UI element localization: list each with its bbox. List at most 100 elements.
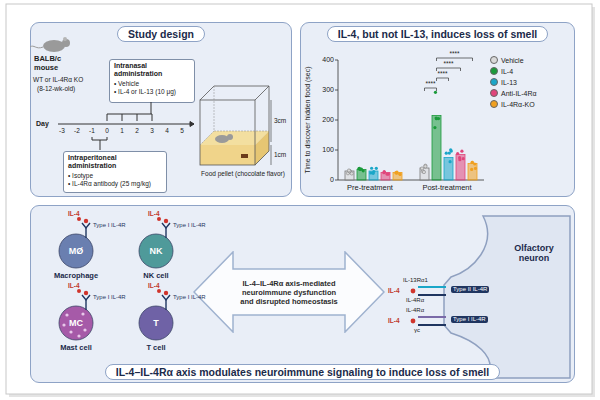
receptor <box>85 228 86 238</box>
data-point <box>394 171 397 174</box>
cell-name: T cell <box>127 343 185 352</box>
cell-name: Macrophage <box>47 271 105 280</box>
bullet-item: • IL-4 or IL-13 (10 μg) <box>114 88 190 96</box>
timeline <box>58 102 194 150</box>
label-text: Day <box>36 120 49 128</box>
significance-bracket <box>437 58 473 61</box>
neuron-outline <box>443 215 571 379</box>
data-point <box>372 170 375 173</box>
label-text: IL-4 <box>148 282 160 289</box>
il4-dot <box>77 289 81 293</box>
granule <box>65 313 68 316</box>
label-text: **** <box>434 60 464 67</box>
cell-name: NK cell <box>127 271 185 280</box>
bar <box>393 173 402 181</box>
label-text: WT or IL-4Rα KO <box>33 76 83 83</box>
bar <box>381 173 390 181</box>
data-point <box>383 170 386 173</box>
admin-box: Intraperitoneal administration• Isotype•… <box>63 151 167 193</box>
label-text: Type I IL-4R <box>173 222 206 229</box>
legend-swatch <box>490 89 498 97</box>
bar <box>432 116 441 181</box>
il4-dot <box>84 291 88 295</box>
il4-dot <box>164 291 168 295</box>
cell-abbrev: MC <box>69 318 83 328</box>
data-point <box>386 173 389 176</box>
data-point <box>474 167 477 170</box>
bullet-item: • Vehicle <box>114 80 190 88</box>
neuron-shape: Olfactory neuron <box>443 215 571 379</box>
label-text: IL-4Rα <box>406 307 424 314</box>
panel-title: IL-4, but not IL-13, induces loss of sme… <box>327 26 549 42</box>
legend-swatch <box>490 56 498 64</box>
y-tick <box>335 180 338 181</box>
data-point <box>424 165 427 168</box>
il4-dot <box>411 319 416 324</box>
label-text: 0 <box>100 127 114 134</box>
data-point <box>398 172 401 175</box>
panel-title: IL-4–IL-4Rα axis modulates neuroimmune s… <box>105 364 500 380</box>
label-text: IL-4 <box>148 210 160 217</box>
data-point <box>470 168 473 171</box>
label-text: **** <box>416 80 446 87</box>
il4-dot <box>411 289 416 294</box>
data-point <box>382 171 385 174</box>
neuron-body <box>444 216 570 378</box>
label-text: 3cm <box>274 117 286 124</box>
legend-text: Vehicle <box>501 57 524 64</box>
label-text: -3 <box>55 127 69 134</box>
label-text: Food pellet (chocolate flavor) <box>200 170 286 177</box>
mouse-icon <box>30 37 70 52</box>
significance-bracket <box>437 78 449 81</box>
receptor-chain <box>418 324 446 326</box>
label-text: BALB/c mouse <box>34 55 70 72</box>
il4-dot <box>84 219 88 223</box>
double-arrow: IL-4–IL-4Rα axis-mediated neuroimmune dy… <box>193 251 385 333</box>
label-text: 200 <box>314 116 334 124</box>
legend-row: Anti-IL-4Rα <box>490 89 537 97</box>
bar <box>357 170 366 181</box>
il4-dot <box>157 217 161 221</box>
label-text: 100 <box>314 146 334 154</box>
label-text: -2 <box>70 127 84 134</box>
legend-swatch <box>490 67 498 75</box>
cell-core: T <box>127 303 185 343</box>
receptor <box>85 300 86 310</box>
label-text: Post-treatment <box>414 184 480 193</box>
cell-abbrev: MØ <box>69 246 84 256</box>
il4-dot <box>77 217 81 221</box>
data-point <box>458 158 461 161</box>
label-text: IL-4 <box>68 282 80 289</box>
label-text: **** <box>428 70 458 77</box>
cell-circle <box>59 306 93 340</box>
data-point <box>360 168 363 171</box>
receptor <box>165 228 166 238</box>
data-point <box>395 170 398 173</box>
arrow-text: IL-4–IL-4Rα axis-mediated neuroimmune dy… <box>235 279 343 306</box>
label-text: 4 <box>160 127 174 134</box>
label-text: Type I IL-4R <box>173 294 206 301</box>
data-point <box>398 173 401 176</box>
label-text: 1cm <box>274 151 286 158</box>
cell-core: MØ <box>47 231 105 271</box>
label-text: **** <box>440 50 470 57</box>
label-text: Type I IL-4R <box>451 316 488 323</box>
receptor-chain <box>418 294 446 296</box>
data-point <box>435 116 438 119</box>
label-text: IL-4 <box>68 210 80 217</box>
y-tick <box>335 120 338 121</box>
neuron-label: Olfactory neuron <box>505 243 563 263</box>
label-text: Pre-treatment <box>339 184 401 193</box>
cell-circle <box>139 306 173 340</box>
legend-row: IL-4Rα-KO <box>490 100 535 108</box>
arrow-outline <box>194 252 384 332</box>
data-point <box>445 152 448 155</box>
bar <box>456 155 465 181</box>
receptor-chain <box>418 286 446 288</box>
legend-text: IL-13 <box>501 79 517 86</box>
label-text: 0 <box>314 176 334 184</box>
y-tick <box>335 90 338 91</box>
data-point <box>383 171 386 174</box>
label-text: Time to discover hidden food (sec) <box>304 55 312 185</box>
label-text: IL-13Rα1 <box>403 277 428 284</box>
